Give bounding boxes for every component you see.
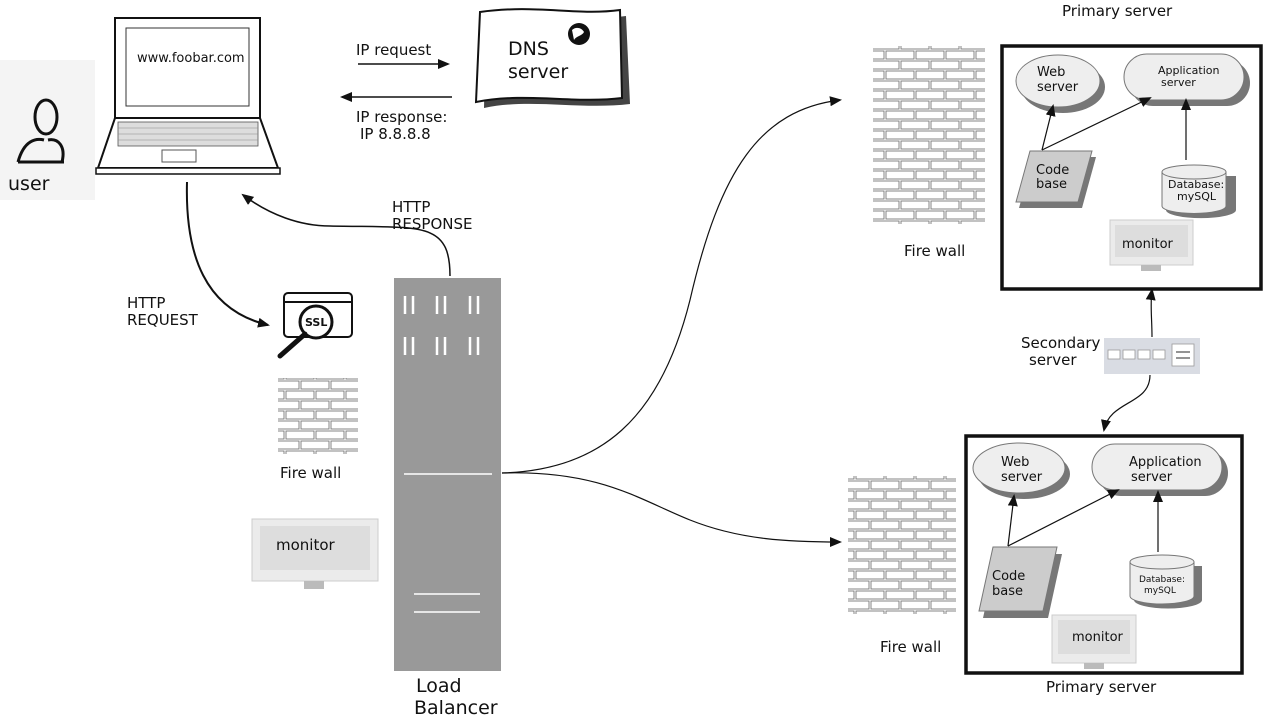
load-balancer-icon: [394, 278, 501, 671]
bottom-monitor-icon: [1051, 614, 1137, 669]
secondary-label-1: Secondary: [1021, 334, 1101, 352]
top-code-label-1: Code: [1036, 163, 1069, 178]
bottom-codebase-icon: [978, 546, 1062, 618]
bottom-code-to-app-arrow: [1007, 489, 1120, 547]
user-icon: [0, 60, 95, 200]
left-firewall-label: Fire wall: [280, 464, 341, 482]
bottom-web-label-2: server: [1001, 470, 1043, 485]
top-code-label-2: base: [1036, 177, 1067, 192]
ssl-badge: SSL: [305, 316, 327, 329]
switch-icon: [1104, 338, 1200, 374]
top-app-server: [1123, 53, 1250, 106]
dns-title-1: DNS: [508, 38, 549, 60]
bottom-cluster-title: Primary server: [1046, 678, 1157, 696]
http-response-label-2: RESPONSE: [392, 215, 473, 233]
ip-request-label: IP request: [356, 41, 431, 59]
top-app-label-1: Application: [1158, 64, 1219, 77]
bottom-database-icon: [1129, 554, 1202, 609]
bottom-firewall-label: Fire wall: [880, 638, 941, 656]
http-request-label-2: REQUEST: [127, 311, 199, 329]
left-firewall-icon: [278, 378, 358, 454]
top-db-label-2: mySQL: [1177, 190, 1217, 203]
bottom-code-label-2: base: [992, 584, 1023, 599]
ip-response-label-2: IP 8.8.8.8: [360, 125, 431, 143]
user-label: user: [8, 173, 50, 195]
top-monitor-label: monitor: [1122, 237, 1174, 252]
bottom-code-label-1: Code: [992, 569, 1025, 584]
top-web-label-2: server: [1037, 80, 1079, 95]
ip-response-label-1: IP response:: [356, 108, 447, 126]
left-monitor-icon: [251, 518, 379, 589]
dns-title-2: server: [508, 61, 568, 83]
top-code-to-web-arrow: [1041, 104, 1056, 151]
load-balancer-label-1: Load: [416, 675, 462, 697]
bottom-code-to-web-arrow: [1007, 494, 1018, 547]
top-code-to-app-arrow: [1041, 97, 1152, 151]
http-response-label-1: HTTP: [392, 198, 430, 216]
laptop-icon: [95, 17, 281, 175]
top-web-server: [1015, 54, 1105, 113]
bottom-monitor-label: monitor: [1072, 630, 1124, 645]
top-monitor-icon: [1109, 219, 1194, 271]
globe-icon: [568, 23, 590, 45]
bottom-db-label-1: Database:: [1139, 575, 1185, 585]
load-balancer-label-2: Balancer: [414, 697, 498, 716]
bottom-app-server: [1091, 443, 1228, 496]
top-cluster-title: Primary server: [1062, 2, 1173, 20]
secondary-label-2: server: [1029, 351, 1077, 369]
ssl-icon: [277, 292, 353, 359]
http-request-label-1: HTTP: [127, 294, 165, 312]
switch-to-top-cluster-arrow: [1145, 288, 1156, 338]
switch-to-bottom-cluster-arrow: [1101, 374, 1151, 432]
lb-to-top-firewall-arrow: [501, 96, 842, 474]
bottom-web-label-1: Web: [1001, 455, 1029, 470]
bottom-app-label-2: server: [1131, 470, 1173, 485]
top-codebase-icon: [1015, 150, 1096, 208]
top-web-label-1: Web: [1037, 65, 1065, 80]
laptop-screen-url: www.foobar.com: [137, 51, 245, 66]
bottom-web-server: [972, 442, 1070, 499]
top-firewall-label: Fire wall: [904, 242, 965, 260]
top-db-label-1: Database:: [1168, 178, 1224, 191]
bottom-app-label-1: Application: [1129, 455, 1202, 470]
left-monitor-label: monitor: [276, 536, 336, 554]
bottom-firewall-icon: [848, 476, 956, 614]
top-database-icon: [1161, 164, 1236, 219]
top-app-label-2: server: [1161, 76, 1196, 89]
dns-server-box: [474, 8, 630, 108]
lb-to-bottom-firewall-arrow: [501, 472, 842, 547]
http-response-arrow: [241, 193, 451, 277]
bottom-db-label-2: mySQL: [1144, 586, 1176, 596]
top-firewall-icon: [873, 46, 985, 224]
http-request-arrow: [185, 181, 270, 328]
